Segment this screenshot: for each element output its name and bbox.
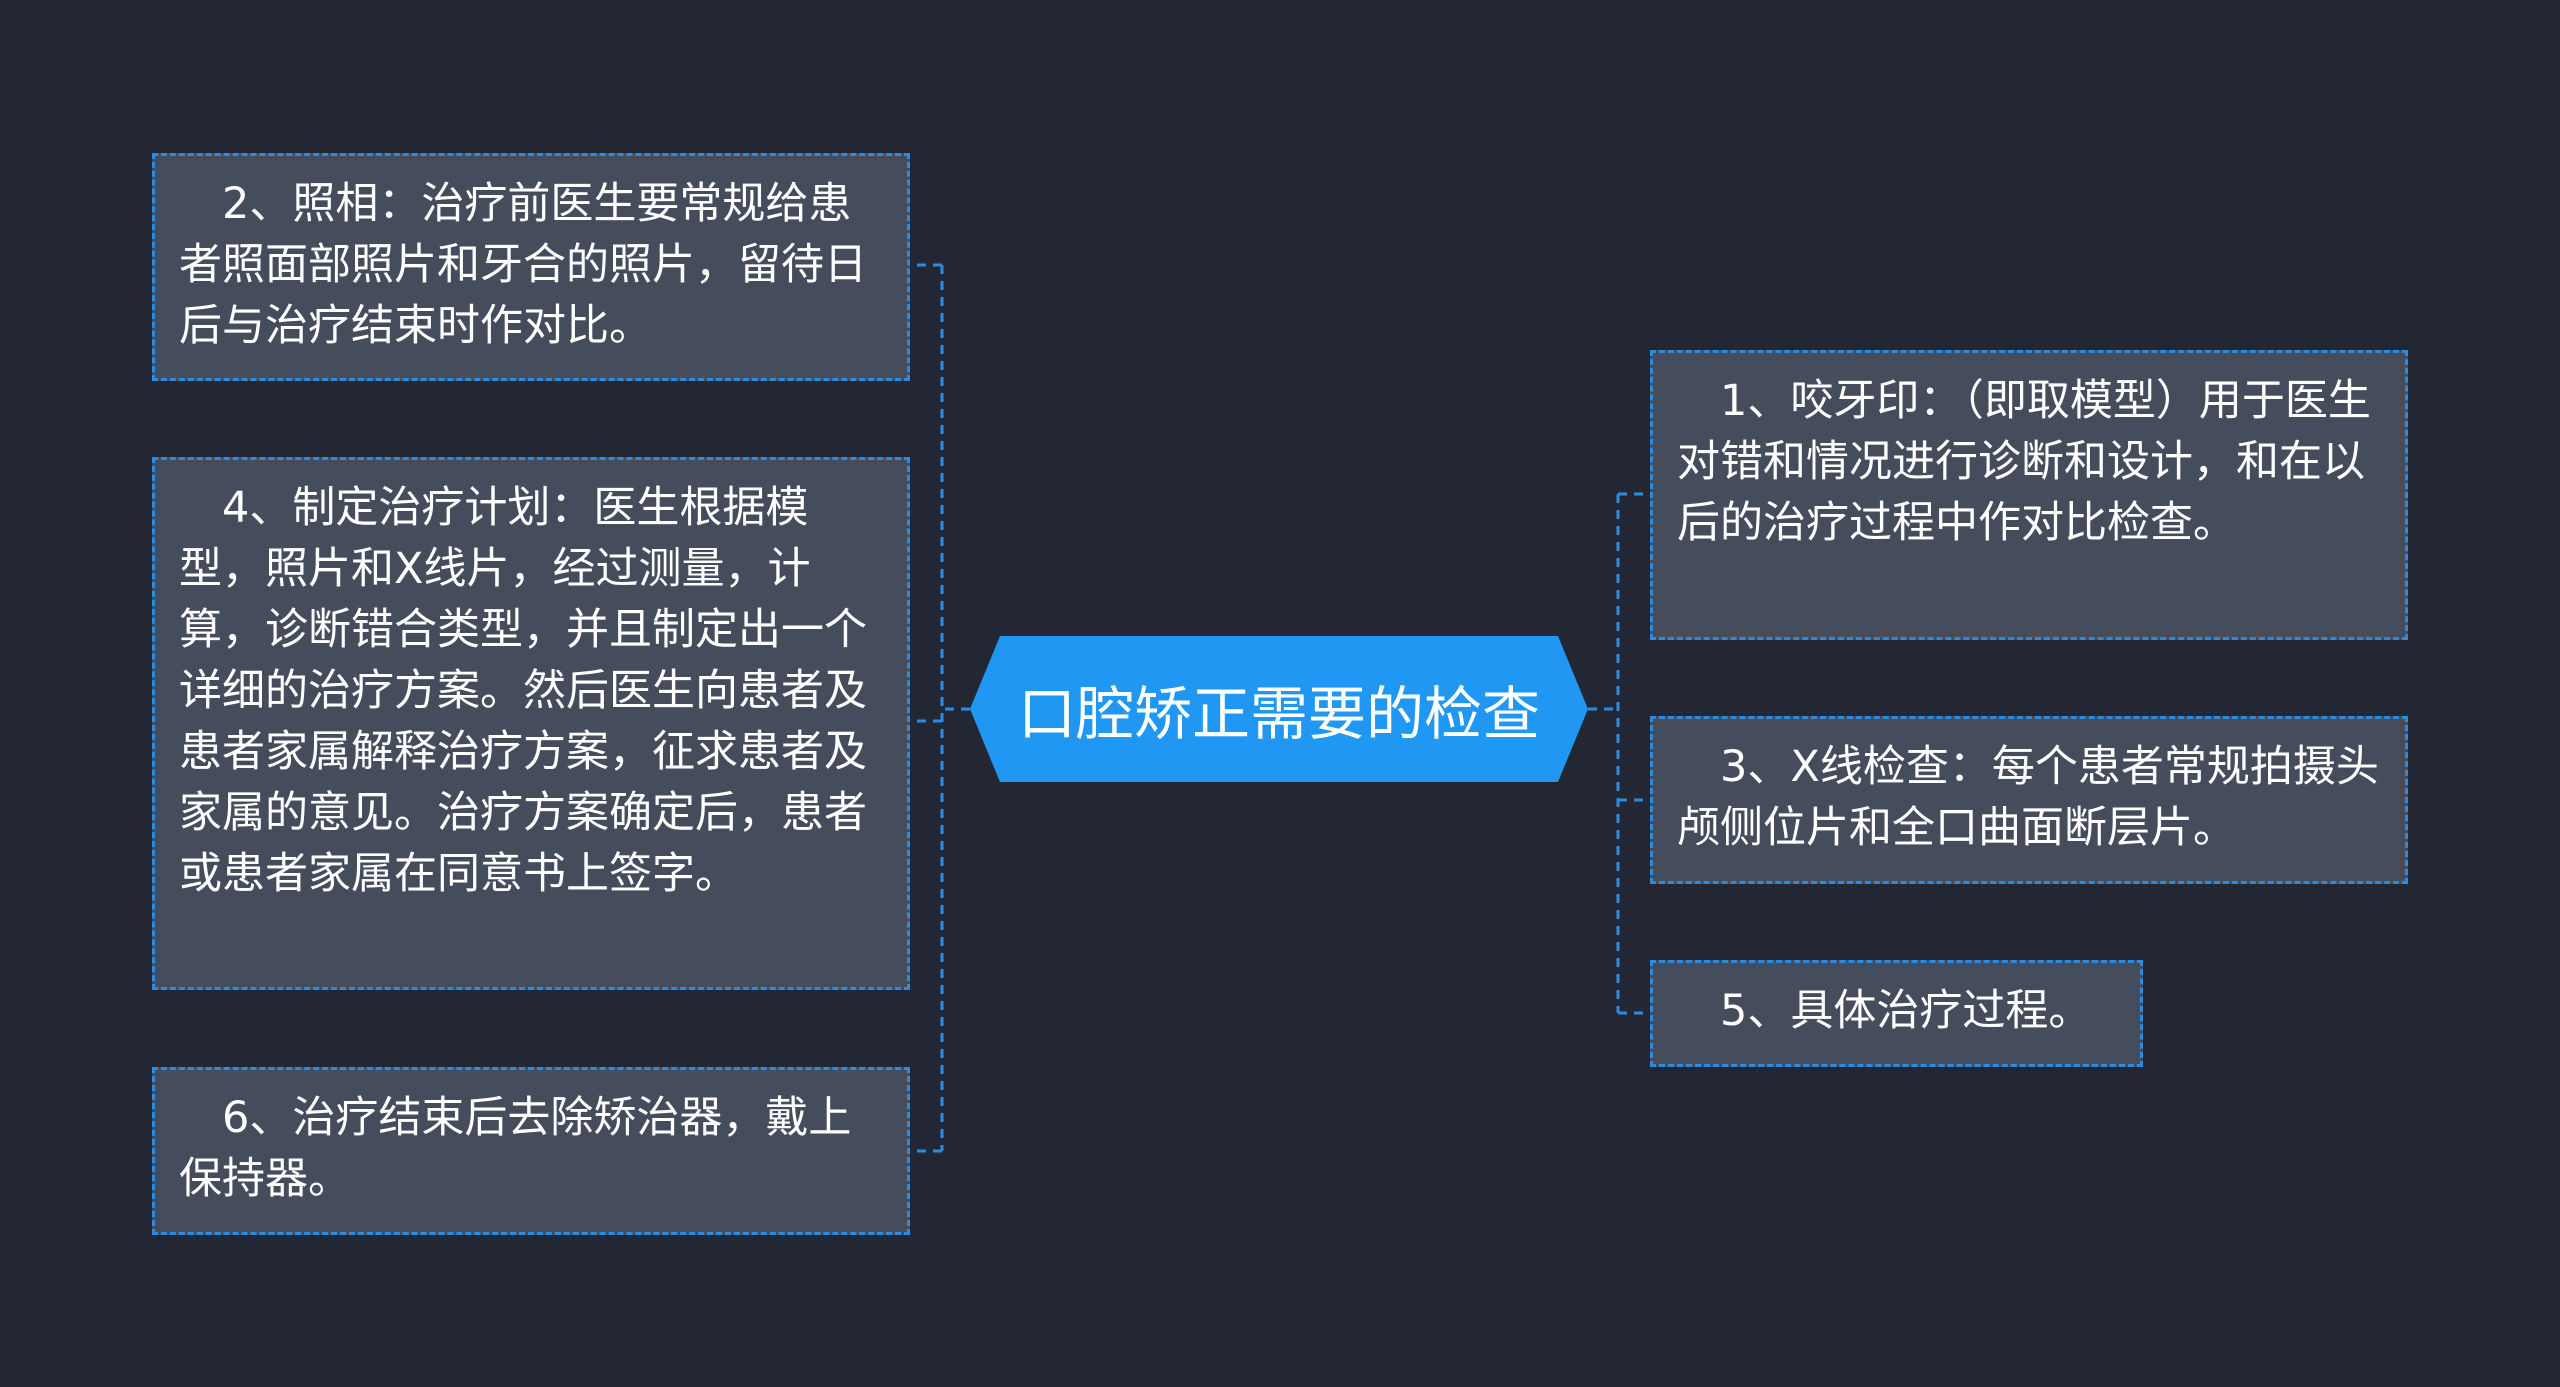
central-topic-label: 口腔矫正需要的检查 xyxy=(1017,680,1540,748)
topic-node-treatment-plan[interactable]: 4、制定治疗计划：医生根据模型，照片和X线片，经过测量，计算，诊断错合类型，并且… xyxy=(152,457,910,990)
central-topic-shape xyxy=(970,636,1588,782)
topic-node-retainer[interactable]: 6、治疗结束后去除矫治器，戴上保持器。 xyxy=(152,1067,910,1235)
topic-node-bite-impression[interactable]: 1、咬牙印：（即取模型）用于医生对错和情况进行诊断和设计，和在以后的治疗过程中作… xyxy=(1650,350,2408,640)
central-topic[interactable]: 口腔矫正需要的检查 xyxy=(970,636,1588,782)
topic-node-photography[interactable]: 2、照相：治疗前医生要常规给患者照面部照片和牙合的照片，留待日后与治疗结束时作对… xyxy=(152,153,910,381)
topic-node-xray[interactable]: 3、X线检查：每个患者常规拍摄头颅侧位片和全口曲面断层片。 xyxy=(1650,716,2408,884)
topic-node-treatment-process[interactable]: 5、具体治疗过程。 xyxy=(1650,960,2143,1067)
